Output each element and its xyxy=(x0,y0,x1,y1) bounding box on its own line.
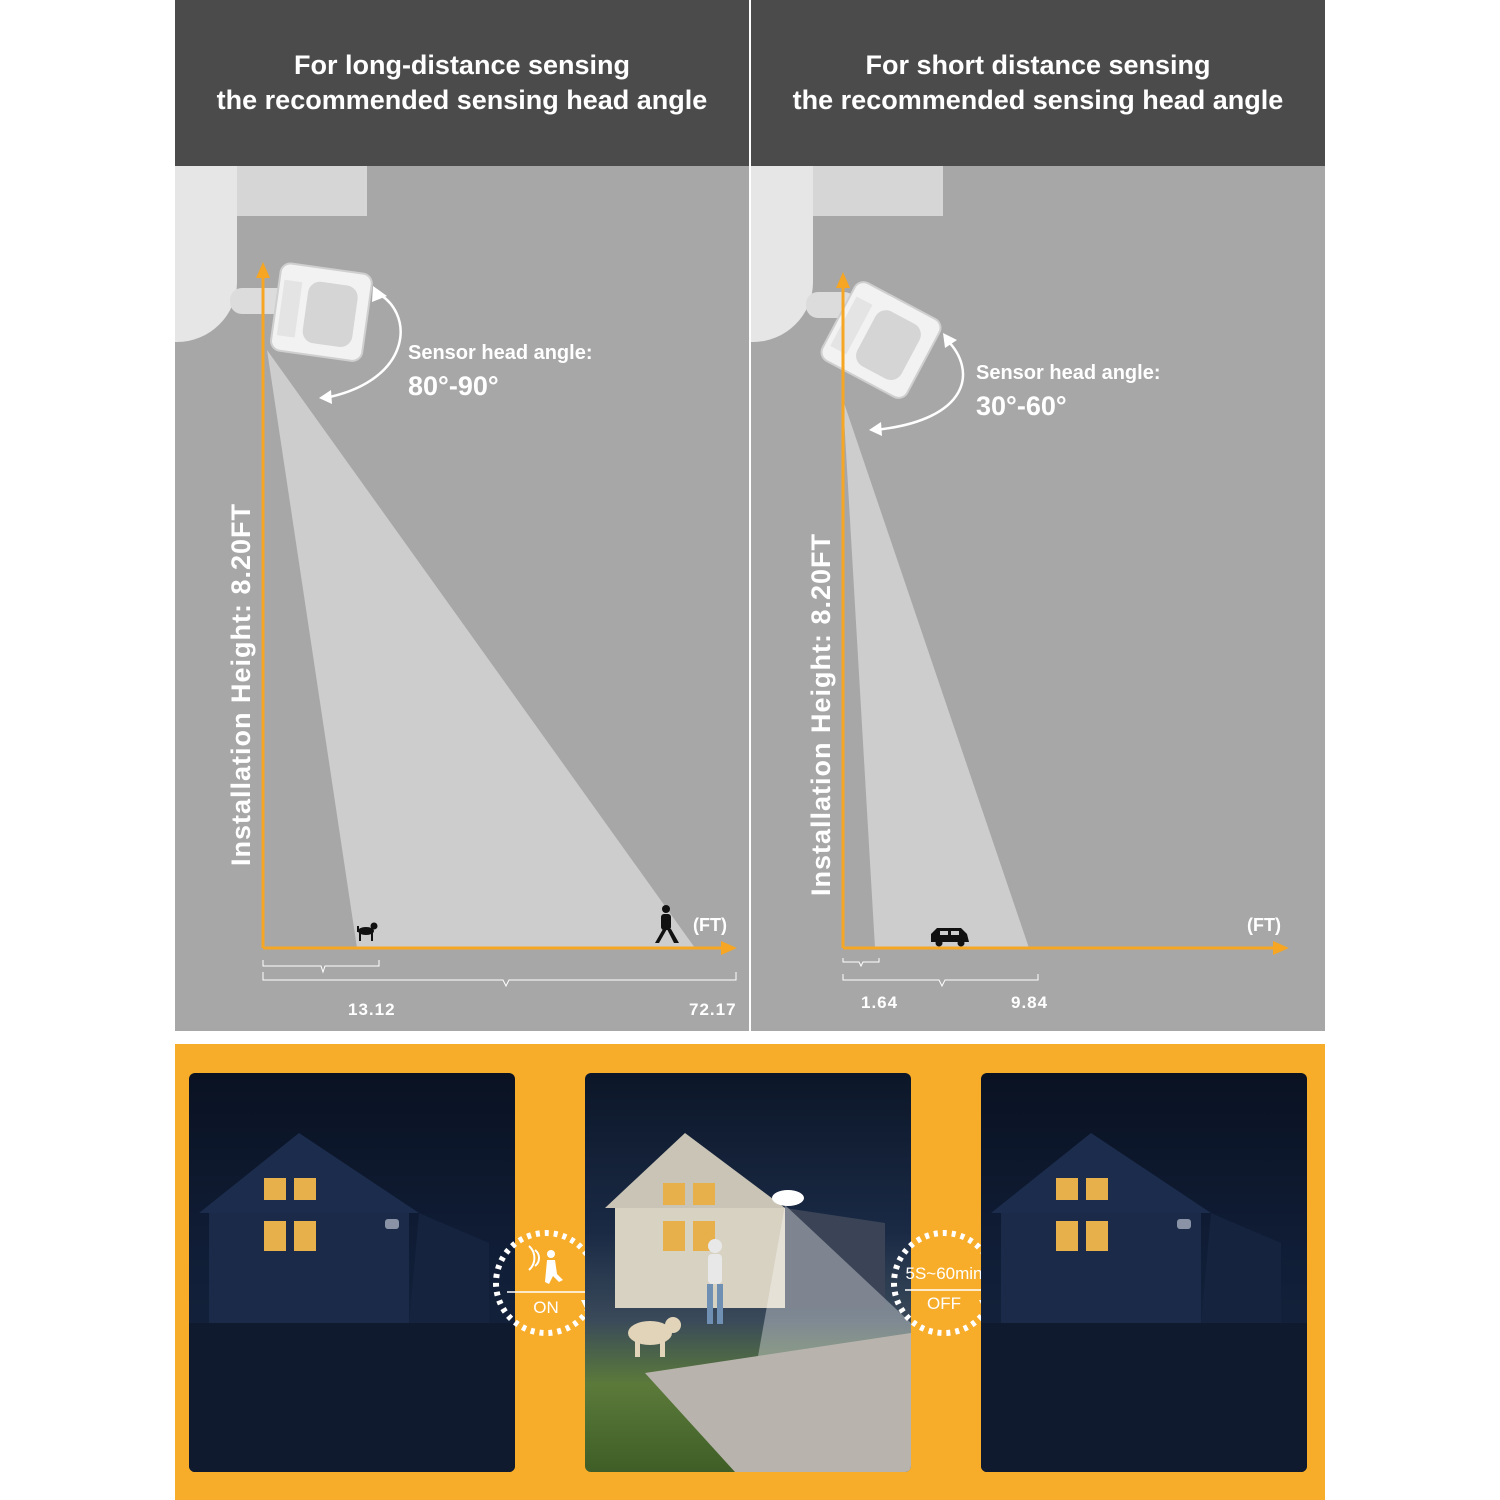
installation-height-label: Installation Height: 8.20FT xyxy=(226,502,256,866)
off-label: OFF xyxy=(927,1294,961,1313)
dog-figure xyxy=(628,1317,681,1357)
rotation-arc-icon xyxy=(874,339,965,432)
sensor-angle-caption: Sensor head angle: 80°-90° xyxy=(408,342,593,402)
lamp-housing xyxy=(175,166,237,342)
scene-light-off-before xyxy=(189,1073,515,1472)
lamp-housing xyxy=(751,166,813,342)
dark-house-illustration xyxy=(189,1133,515,1472)
angle-value: 80°-90° xyxy=(408,371,499,401)
angle-caption-text: Sensor head angle: xyxy=(408,342,593,364)
short-distance-panel: For short distance sensing the recommend… xyxy=(751,0,1325,1031)
scene-light-on xyxy=(585,1073,911,1472)
panel-title-line2: the recommended sensing head angle xyxy=(792,85,1284,115)
unit-label: (FT) xyxy=(693,915,727,935)
timer-label: 5S~60min xyxy=(905,1264,983,1283)
tick-label-1-64: 1.64 xyxy=(861,993,899,1012)
dog-icon xyxy=(357,922,378,941)
mount-bracket xyxy=(237,166,367,216)
rotation-arc-icon xyxy=(324,290,402,400)
on-label: ON xyxy=(533,1298,559,1317)
tick-label-13-12: 13.12 xyxy=(348,1000,396,1019)
detection-diagram xyxy=(806,272,1289,988)
installation-height-label: Installation Height: 8.20FT xyxy=(806,532,836,896)
floodlight xyxy=(772,1190,804,1206)
person-figure xyxy=(707,1239,723,1324)
detection-beam xyxy=(267,350,695,948)
panel-header: For short distance sensing the recommend… xyxy=(751,0,1325,166)
lit-house-illustration xyxy=(605,1133,911,1472)
panel-title-line1: For short distance sensing xyxy=(865,50,1211,80)
motion-sensor-icon xyxy=(528,1245,563,1284)
panel-title-line1: For long-distance sensing xyxy=(293,50,631,80)
path xyxy=(645,1333,911,1472)
x-axis-arrow xyxy=(1273,941,1289,955)
range-brace-long xyxy=(262,972,737,988)
panel-header: For long-distance sensing the recommende… xyxy=(175,0,749,166)
angle-value: 30°-60° xyxy=(976,391,1067,421)
walking-person-icon xyxy=(655,905,679,943)
y-axis-arrow xyxy=(256,262,270,278)
mount-bracket xyxy=(813,166,943,216)
range-brace-short xyxy=(262,960,380,974)
tick-label-72-17: 72.17 xyxy=(689,1000,737,1019)
x-axis-arrow xyxy=(721,941,737,955)
sensor-head xyxy=(270,262,373,362)
dark-house-illustration xyxy=(981,1133,1307,1472)
car-icon xyxy=(931,928,969,947)
range-brace-long xyxy=(842,974,1039,988)
long-distance-panel: For long-distance sensing the recommende… xyxy=(175,0,749,1031)
detection-beam xyxy=(843,400,1029,948)
angle-caption-text: Sensor head angle: xyxy=(976,362,1161,384)
sensor-angle-caption: Sensor head angle: 30°-60° xyxy=(976,362,1161,422)
sensor-head xyxy=(820,281,942,399)
tick-label-9-84: 9.84 xyxy=(1011,993,1049,1012)
range-brace-short xyxy=(842,958,880,968)
panel-title-line2: the recommended sensing head angle xyxy=(216,85,708,115)
scene-light-off-after xyxy=(981,1073,1307,1472)
panel-divider xyxy=(749,0,751,1031)
y-axis-arrow xyxy=(836,272,850,288)
detection-diagram xyxy=(230,262,737,988)
light-cycle-banner: ON xyxy=(175,1044,1325,1500)
unit-label: (FT) xyxy=(1247,915,1281,935)
